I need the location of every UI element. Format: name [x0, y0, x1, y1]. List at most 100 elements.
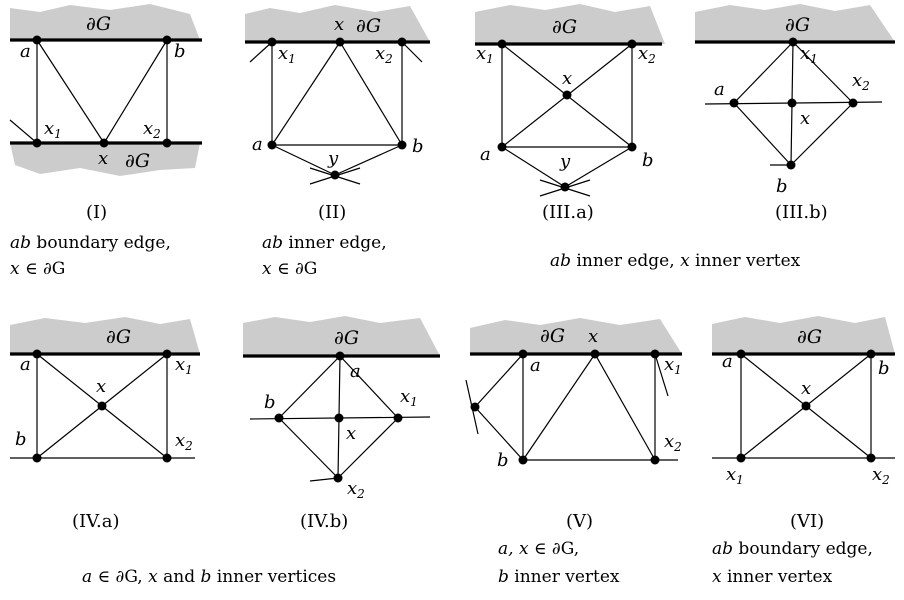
vertex-x1: [736, 453, 746, 463]
vertex-x1: [32, 138, 42, 148]
vertex-x2: [848, 98, 858, 108]
desc-VI-line1: ab boundary edge,: [712, 539, 873, 559]
desc-II-line1: ab inner edge,: [262, 233, 387, 253]
vertex-y: [560, 182, 570, 192]
vertex-x: [335, 37, 345, 47]
svg-text:x2: x2: [852, 70, 870, 93]
boundary-region: [475, 4, 665, 44]
caption-II: (II): [318, 202, 346, 223]
vertex-x: [801, 401, 811, 411]
desc-II-line2: x ∈ ∂G: [262, 259, 317, 279]
vertex-x: [787, 98, 797, 108]
boundary-label: ∂G: [106, 326, 131, 348]
vertex-b: [162, 35, 172, 45]
svg-text:x: x: [801, 378, 811, 399]
edges: [501, 43, 633, 197]
vertex-b: [627, 142, 637, 152]
svg-text:x: x: [98, 148, 108, 169]
svg-text:b: b: [497, 450, 509, 471]
vertex-x2: [162, 138, 172, 148]
vertex-x: [590, 349, 600, 359]
svg-text:x2: x2: [347, 478, 365, 501]
vertex-b: [866, 349, 876, 359]
boundary-label: ∂G: [552, 16, 577, 38]
boundary-label: ∂G: [785, 14, 810, 36]
svg-text:b: b: [15, 429, 27, 450]
svg-text:a: a: [252, 134, 263, 155]
svg-text:x: x: [334, 14, 344, 35]
svg-text:x1: x1: [476, 43, 494, 66]
caption-IV-b: (IV.b): [300, 511, 348, 532]
vertex-x1: [650, 349, 660, 359]
desc-III-shared: ab inner edge, x inner vertex: [550, 251, 801, 271]
vertex-x1: [162, 349, 172, 359]
desc-V-line1: a, x ∈ ∂G,: [498, 539, 579, 559]
svg-text:b: b: [776, 176, 788, 197]
vertex-a: [729, 98, 739, 108]
edges: [9, 39, 168, 144]
vertex-x: [562, 90, 572, 100]
svg-text:b: b: [264, 392, 276, 413]
vertex-x2: [333, 473, 343, 483]
vertex-x1: [497, 39, 507, 49]
desc-V-line2: b inner vertex: [498, 567, 620, 587]
svg-text:a: a: [722, 351, 733, 372]
vertex-x1: [788, 37, 798, 47]
boundary-label-bottom: ∂G: [125, 150, 150, 172]
boundary-region: [245, 5, 430, 42]
vertex-y: [330, 170, 340, 180]
svg-text:y: y: [327, 148, 339, 169]
svg-text:a: a: [714, 79, 725, 100]
svg-text:x1: x1: [726, 464, 744, 487]
svg-text:a: a: [20, 41, 31, 62]
caption-IV-a: (IV.a): [72, 511, 119, 532]
svg-text:x2: x2: [872, 464, 890, 487]
vertex-a: [736, 349, 746, 359]
caption-III-a: (III.a): [542, 202, 594, 223]
svg-text:x: x: [588, 326, 598, 347]
svg-text:x1: x1: [664, 354, 682, 377]
svg-text:x: x: [562, 68, 572, 89]
vertex-x2: [627, 39, 637, 49]
boundary-label: ∂G: [334, 327, 359, 349]
boundary-region: [10, 317, 200, 354]
vertex-x2: [650, 455, 660, 465]
svg-text:x2: x2: [143, 118, 161, 141]
vertex-x: [99, 138, 109, 148]
svg-text:x2: x2: [375, 43, 393, 66]
vertex-a: [518, 349, 528, 359]
vertex-a: [32, 349, 42, 359]
panel-III-a: ∂G x1 x2 x a b y (III.a): [475, 4, 665, 223]
svg-text:x2: x2: [664, 431, 682, 454]
desc-I-line2: x ∈ ∂G: [10, 259, 65, 279]
vertex-x: [97, 401, 107, 411]
caption-III-b: (III.b): [775, 202, 828, 223]
edges: [249, 41, 423, 185]
caption-V: (V): [566, 511, 593, 532]
panel-V: ∂G a x x1 x2 b (V) a, x ∈ ∂G, b inner ve…: [465, 318, 682, 587]
svg-text:b: b: [642, 150, 654, 171]
svg-text:x: x: [346, 423, 356, 444]
svg-text:y: y: [559, 151, 571, 172]
svg-text:a: a: [350, 361, 361, 382]
svg-text:x1: x1: [44, 118, 62, 141]
vertex-x2: [162, 453, 172, 463]
svg-text:a: a: [480, 144, 491, 165]
desc-IV-shared: a ∈ ∂G, x and b inner vertices: [82, 567, 336, 587]
svg-text:x: x: [800, 108, 810, 129]
boundary-label-top: ∂G: [86, 13, 111, 35]
vertex-x2: [866, 453, 876, 463]
svg-text:x1: x1: [800, 43, 818, 66]
vertex-b: [518, 455, 528, 465]
vertex-b: [786, 160, 796, 170]
svg-text:x: x: [96, 376, 106, 397]
panel-IV-a: ∂G a x1 x b x2 (IV.a): [10, 317, 200, 532]
edges: [465, 353, 678, 461]
svg-text:a: a: [20, 354, 31, 375]
panel-VI: ∂G a b x x1 x2 (VI) ab boundary edge, x …: [712, 316, 895, 587]
svg-text:b: b: [174, 41, 186, 62]
svg-text:x1: x1: [400, 386, 418, 409]
boundary-region: [470, 318, 682, 354]
panel-III-b: ∂G x1 x2 a x b (III.b): [695, 4, 895, 223]
